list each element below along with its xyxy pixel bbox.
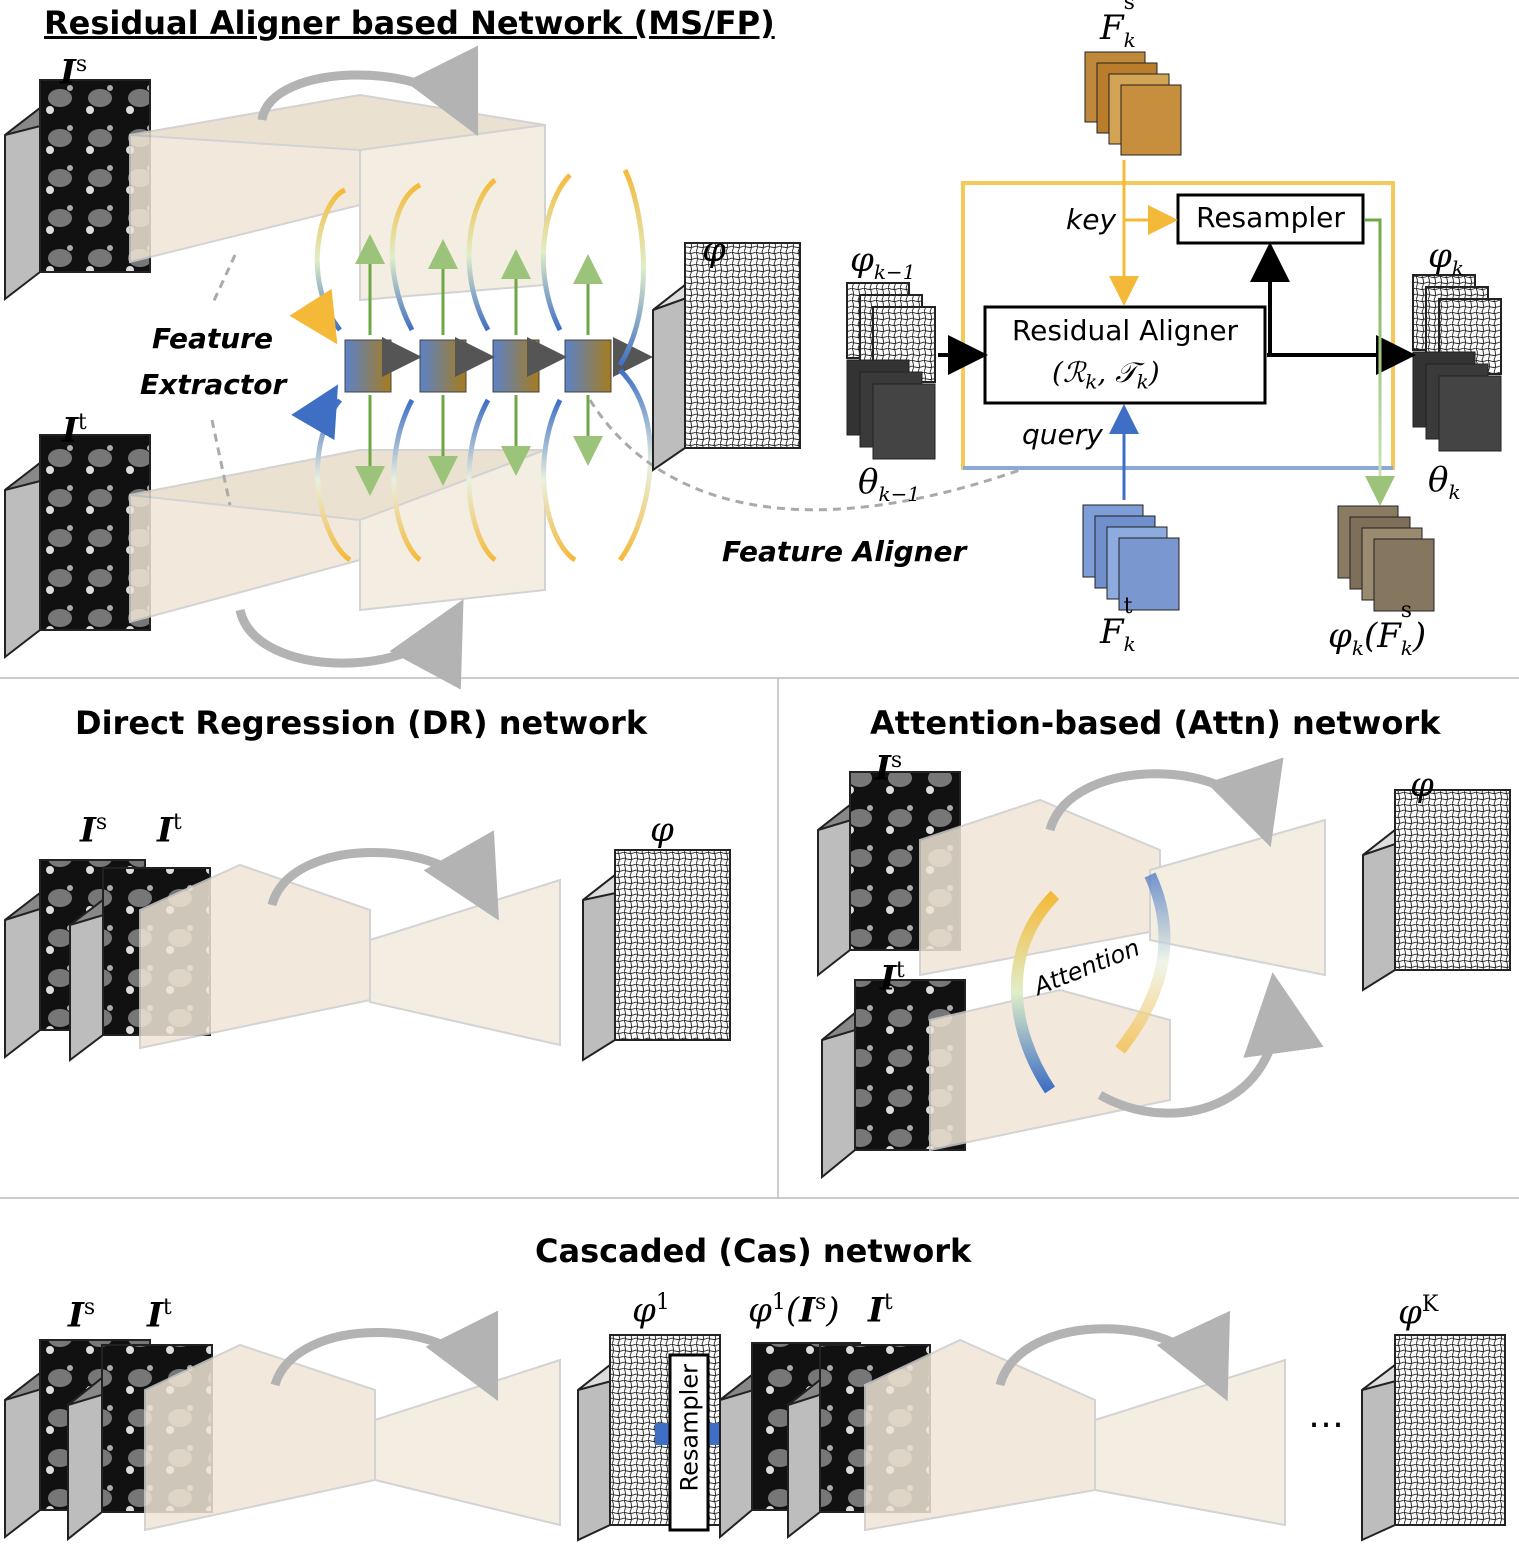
key-label: key: [1066, 203, 1117, 236]
cas-resampler-label: Resampler: [675, 1364, 704, 1492]
residual-aligner-label: Residual Aligner: [1011, 314, 1239, 347]
green-feature-arrows: [355, 234, 603, 496]
attn-target-label: It: [880, 958, 905, 999]
aligner-modules: [344, 337, 653, 393]
target-image-slab: [4, 434, 151, 660]
attention-arrow-2: [1115, 872, 1171, 1054]
attn-panel-title: Attention-based (Attn) network: [870, 704, 1441, 742]
cas-skip-arrow-1: [270, 1310, 499, 1402]
theta-k-minus-1-label: θk−1: [858, 462, 921, 506]
phi-k-minus-1-label: φk−1: [850, 240, 916, 284]
cas-ellipsis: …: [1308, 1395, 1344, 1436]
source-image-slab: [4, 79, 151, 302]
dr-skip-arrow: [267, 830, 499, 921]
deformation-field-top: [652, 242, 801, 472]
dashed-link-aligner: [588, 399, 1021, 512]
cas-phi1-label: φ1: [632, 1290, 670, 1331]
cas-encoder-volume-2: [864, 1338, 1286, 1532]
warped-feature-stack: [1337, 505, 1435, 612]
dashed-link-2: [210, 419, 232, 506]
skip-arrow-bottom: [235, 599, 464, 690]
cas-encoder-volume-1: [144, 1343, 561, 1532]
dr-encoder-volume: [139, 863, 561, 1050]
phi-theta-next-stack: [1412, 274, 1502, 452]
fkt-stack: [1082, 504, 1180, 611]
theta-k-label: θk: [1428, 460, 1461, 504]
top-source-label: Is: [60, 52, 88, 93]
aligner-module-2: [419, 339, 467, 393]
fks-stack: [1084, 51, 1182, 156]
cas-source-label: Is: [68, 1295, 96, 1336]
skip-arrow-top: [257, 45, 479, 137]
dr-source-label: Is: [80, 810, 108, 851]
encoder-volume-bottom: [129, 448, 546, 624]
attn-deformation-field: [1362, 789, 1511, 992]
cas-target2-label: It: [868, 1290, 893, 1331]
resampler-box-top: [1176, 193, 1365, 245]
top-panel-title: Residual Aligner based Network (MS/FP): [44, 4, 775, 42]
cas-deformation-field-K: [1361, 1334, 1506, 1542]
feature-extractor-label-2: Extractor: [140, 368, 287, 401]
cas-phiK-label: φK: [1398, 1292, 1439, 1333]
encoder-volume-top: [129, 93, 546, 302]
query-label: query: [1022, 418, 1103, 451]
feature-extractor-label-1: Feature: [152, 322, 273, 355]
dr-deformation-field: [582, 849, 731, 1062]
aligner-arrows: [938, 160, 1416, 506]
attn-source-label: Is: [875, 748, 903, 789]
yellow-blue-curves: [289, 168, 653, 563]
cas-resampler-box: [668, 1353, 710, 1532]
attn-phi-label: φ: [1410, 765, 1434, 805]
cas-target-label: It: [147, 1295, 172, 1336]
attn-encoder-volumes: [919, 798, 1326, 1152]
cas-panel-title: Cascaded (Cas) network: [535, 1232, 972, 1270]
phi-theta-prev-stack: [846, 282, 936, 460]
top-target-label: It: [62, 410, 87, 451]
aligner-module-1: [344, 339, 392, 393]
dr-panel-title: Direct Regression (DR) network: [75, 704, 648, 742]
phi-k-label: φk: [1428, 236, 1464, 280]
resampler-label-top: Resampler: [1196, 201, 1345, 234]
top-phi-label: φ: [702, 230, 726, 270]
dashed-link-1: [210, 254, 237, 306]
aligner-module-3: [492, 339, 540, 393]
dr-phi-label: φ: [650, 810, 674, 850]
attn-skip-arrow-bottom: [1097, 972, 1324, 1118]
cas-phi1-is-label: φ1(Is): [748, 1290, 840, 1331]
aligner-module-4: [564, 339, 612, 393]
attn-skip-arrow-top: [1045, 757, 1284, 848]
attention-arrow-1: [1010, 890, 1060, 1094]
residual-aligner-args: (ℛk, 𝒯k): [1052, 356, 1160, 394]
feature-aligner-label: Feature Aligner: [722, 535, 967, 568]
dr-target-label: It: [157, 810, 182, 851]
cas-skip-arrow-2: [995, 1310, 1230, 1402]
